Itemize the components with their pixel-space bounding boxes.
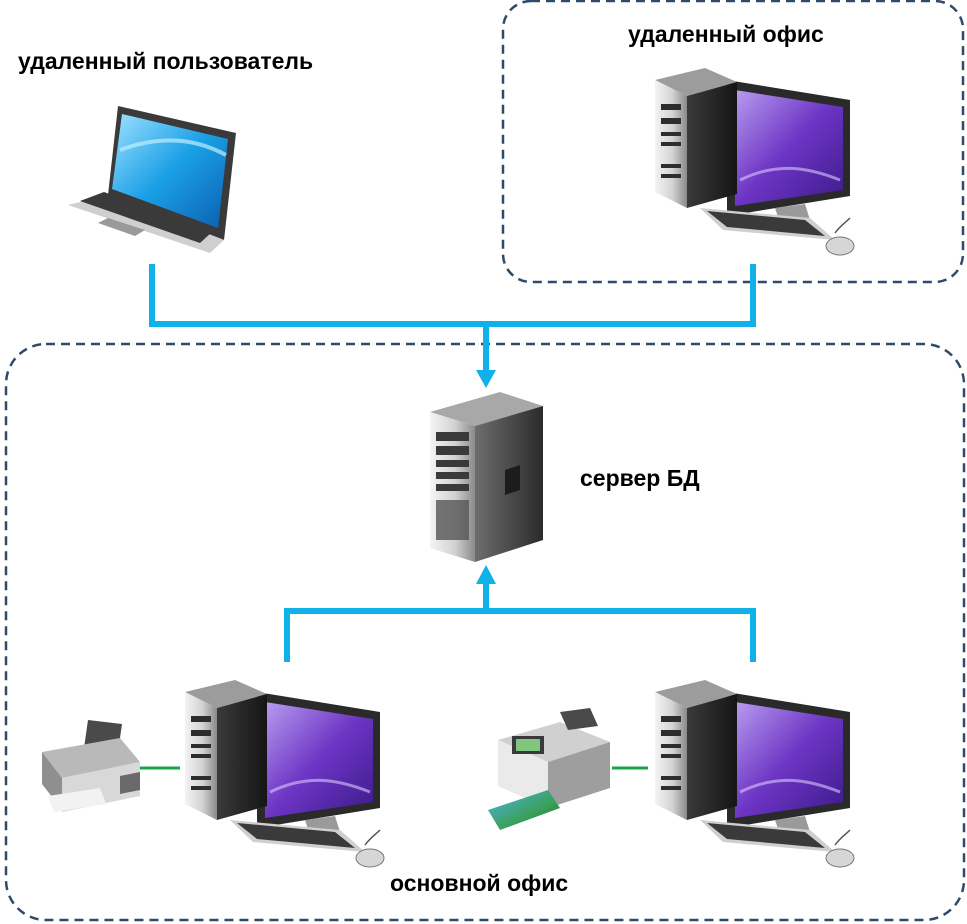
main-office-label: основной офис	[390, 870, 569, 896]
server-tower-icon	[430, 392, 543, 562]
remote-user-label: удаленный пользователь	[18, 48, 314, 74]
arrow-down-to-server	[476, 370, 496, 388]
photo-printer-icon	[488, 708, 610, 830]
arrow-up-to-server	[476, 565, 496, 584]
remote-office-label: удаленный офис	[628, 21, 824, 47]
workstation-icon	[653, 66, 856, 257]
db-server-label: сервер БД	[580, 465, 700, 491]
workstation-icon	[183, 678, 386, 869]
laser-printer-icon	[42, 720, 140, 812]
workstation-icon	[653, 678, 856, 869]
laptop-icon	[68, 106, 236, 253]
wan-links	[149, 264, 756, 662]
remote-office-boundary	[501, 0, 965, 284]
